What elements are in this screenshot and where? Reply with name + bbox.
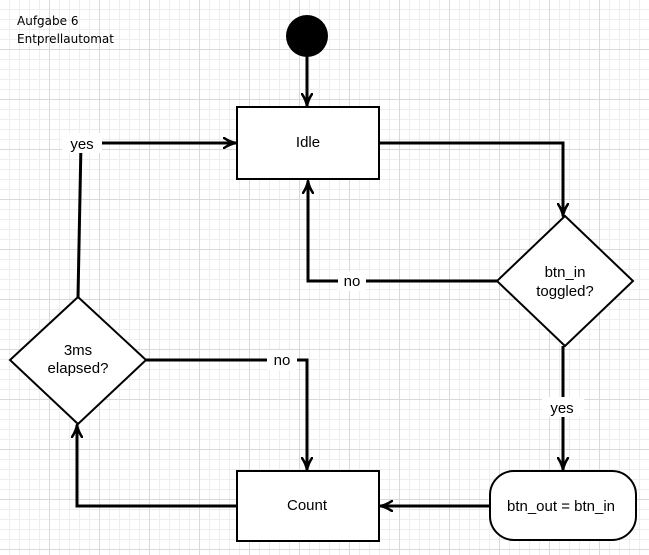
state-idle-label: Idle: [296, 134, 320, 151]
start-node: [286, 15, 328, 57]
decision-btn-toggled-line1: btn_in: [545, 264, 586, 281]
decision-elapsed-line1: 3ms: [64, 342, 92, 359]
action-assign-label: btn_out = btn_in: [507, 498, 615, 515]
state-count-label: Count: [287, 497, 328, 514]
state-idle: Idle: [236, 106, 380, 180]
edge-label-yes-right-text: yes: [550, 400, 573, 417]
state-count: Count: [236, 470, 380, 542]
decision-elapsed-line2: elapsed?: [48, 360, 109, 377]
edge-label-yes-top-text: yes: [70, 136, 93, 153]
edge-elapsed-no-to-count: [146, 358, 307, 470]
decision-btn-toggled-line2: toggled?: [536, 283, 594, 300]
action-assign: btn_out = btn_in: [489, 470, 637, 541]
decision-elapsed: 3ms elapsed?: [8, 295, 148, 426]
edge-label-no-lower-text: no: [274, 352, 291, 369]
edge-label-yes-right: yes: [542, 397, 584, 417]
edge-btn-toggled-no-to-idle: [308, 181, 497, 283]
edge-count-to-elapsed: [77, 425, 237, 508]
decision-btn-toggled: btn_in toggled?: [495, 214, 635, 348]
heading-task: Aufgabe 6: [17, 14, 79, 28]
edge-label-no-lower: no: [267, 350, 297, 370]
edge-label-no-middle: no: [338, 271, 366, 291]
edge-label-no-middle-text: no: [344, 273, 361, 290]
edge-elapsed-yes-to-idle: [76, 143, 236, 298]
edge-idle-to-btn-toggled: [379, 141, 563, 216]
edge-label-yes-top: yes: [62, 133, 102, 153]
heading-title: Entprellautomat: [17, 32, 114, 46]
diagram-heading: Aufgabe 6 Entprellautomat: [17, 12, 114, 48]
